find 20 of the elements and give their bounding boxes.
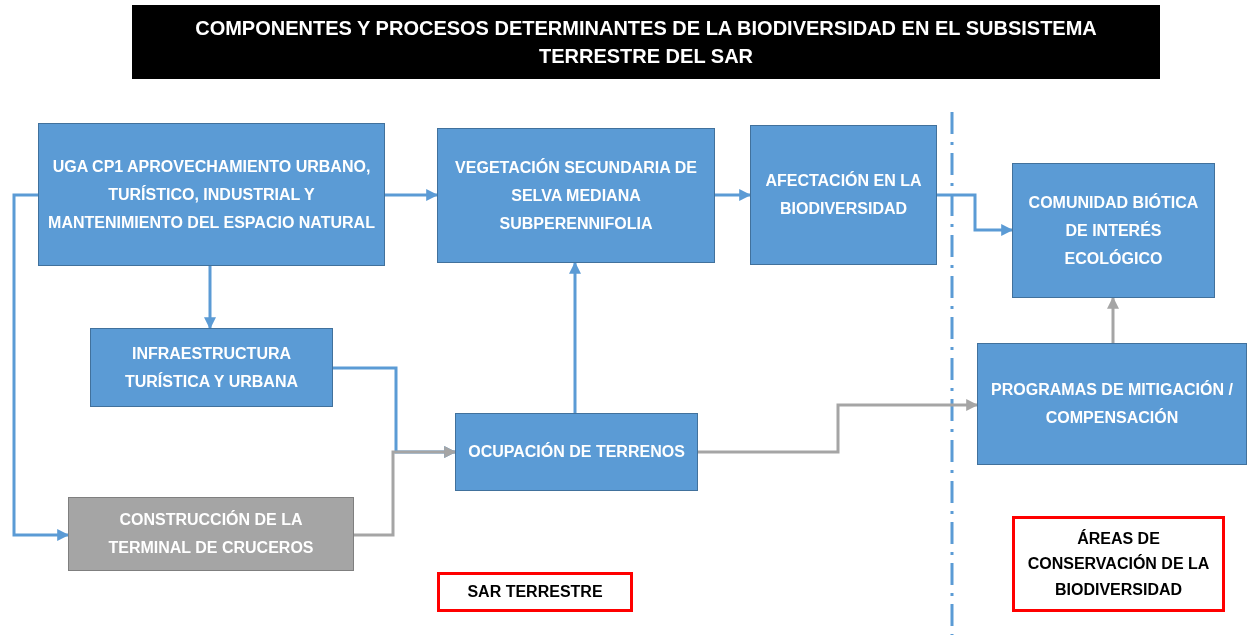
process-box: AFECTACIÓN EN LA BIODIVERSIDAD — [750, 125, 937, 265]
process-box: INFRAESTRUCTURA TURÍSTICA Y URBANA — [90, 328, 333, 407]
arrow — [715, 189, 752, 201]
process-box: VEGETACIÓN SECUNDARIA DE SELVA MEDIANA SUBPERENNIFOLIA — [437, 128, 715, 263]
arrow — [385, 189, 439, 201]
arrow — [937, 193, 1014, 236]
process-box: PROGRAMAS DE MITIGACIÓN / COMPENSACIÓN — [977, 343, 1247, 465]
process-box: OCUPACIÓN DE TERRENOS — [455, 413, 698, 491]
title-banner: COMPONENTES Y PROCESOS DETERMINANTES DE LA BIODIVERSIDAD EN EL SUBSISTEMA TERRESTRE DEL SAR — [132, 5, 1160, 79]
arrow — [698, 399, 979, 454]
zone-label-box: ÁREAS DE CONSERVACIÓN DE LA BIODIVERSIDAD — [1012, 516, 1225, 612]
arrow — [204, 266, 216, 330]
process-box: CONSTRUCCIÓN DE LA TERMINAL DE CRUCEROS — [68, 497, 354, 571]
arrow — [569, 261, 581, 413]
arrow — [354, 446, 457, 537]
process-box: UGA CP1 APROVECHAMIENTO URBANO, TURÍSTICO, INDUSTRIAL Y MANTENIMIENTO DEL ESPACIO NATURAL — [38, 123, 385, 266]
arrow — [12, 193, 70, 541]
arrow — [1107, 296, 1119, 343]
process-box: COMUNIDAD BIÓTICA DE INTERÉS ECOLÓGICO — [1012, 163, 1215, 298]
zone-label-box: SAR TERRESTRE — [437, 572, 633, 612]
